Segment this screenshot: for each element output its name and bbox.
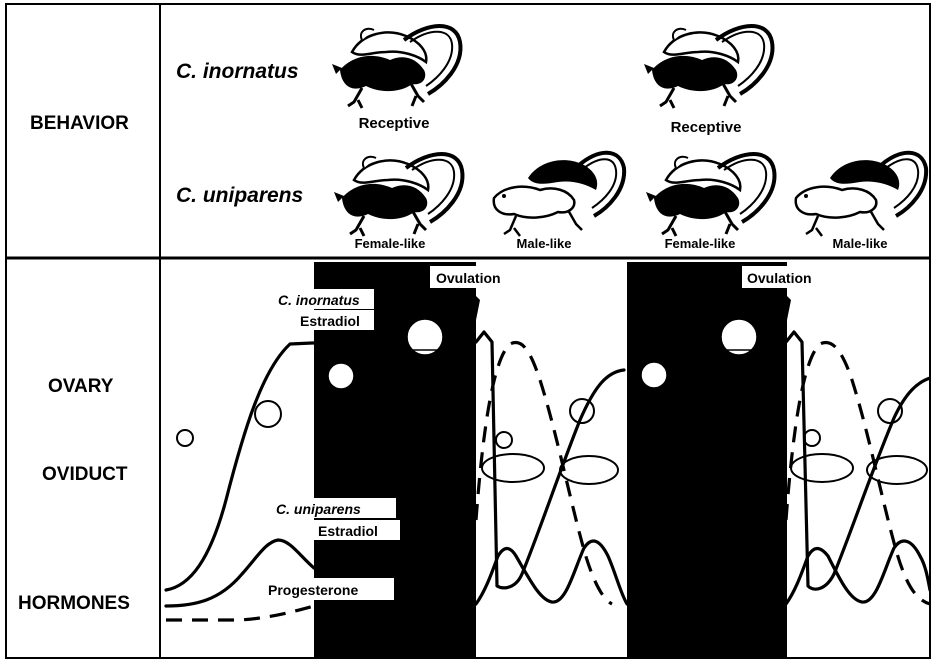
caption-female-like: Female-like <box>355 236 426 251</box>
caption-male-like: Male-like <box>517 236 572 251</box>
inornatus-curve-species-label: C. inornatus <box>278 292 360 308</box>
inornatus-curve-hormone-label: Estradiol <box>300 313 360 329</box>
row-label-hormones: HORMONES <box>18 593 130 614</box>
ovulation-label: Ovulation <box>747 270 812 286</box>
caption-female-like: Female-like <box>665 236 736 251</box>
follicle-small <box>496 432 512 448</box>
receptive-phase-band <box>627 260 787 660</box>
progesterone-curve-label: Progesterone <box>268 582 358 598</box>
row-label-oviduct: OVIDUCT <box>42 464 128 485</box>
uniparens-curve-hormone-label: Estradiol <box>318 523 378 539</box>
ovulation-label: Ovulation <box>436 270 501 286</box>
caption-receptive: Receptive <box>359 115 430 132</box>
species-label-uniparens: C. uniparens <box>176 184 303 207</box>
row-label-behavior: BEHAVIOR <box>30 113 129 134</box>
caption-male-like: Male-like <box>833 236 888 251</box>
species-label-inornatus: C. inornatus <box>176 60 299 83</box>
uniparens-curve-species-label: C. uniparens <box>276 501 361 517</box>
follicle-medium <box>255 401 281 427</box>
row-label-ovary: OVARY <box>48 376 114 397</box>
follicle-large <box>328 363 354 389</box>
follicle-small <box>177 430 193 446</box>
follicle-small <box>804 430 820 446</box>
follicle-large <box>641 362 667 388</box>
caption-receptive: Receptive <box>671 119 742 136</box>
